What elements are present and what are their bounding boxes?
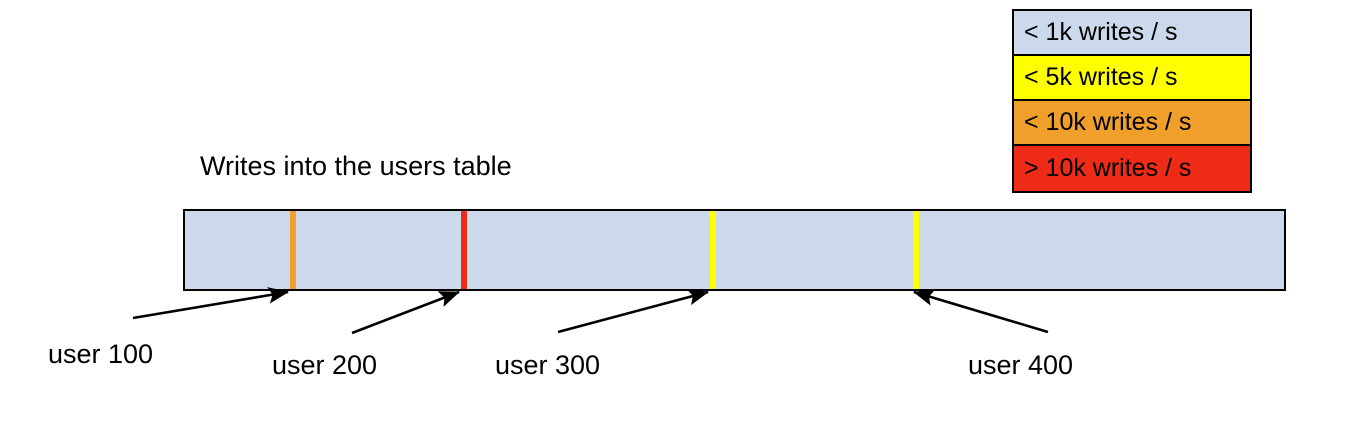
stripe-user-300: [710, 211, 716, 289]
stripe-user-100: [290, 211, 296, 289]
label-user-300: user 300: [495, 350, 601, 380]
legend-row-lt-5k: < 5k writes / s: [1014, 56, 1250, 101]
stripe-user-400: [913, 211, 919, 289]
arrow-user-200: [351, 290, 460, 335]
arrow-user-300: [557, 289, 710, 334]
label-user-400: user 400: [968, 350, 1074, 380]
legend-label-gt-10k: > 10k writes / s: [1024, 154, 1192, 182]
arrow-user-100: [132, 287, 290, 320]
legend-label-lt-5k: < 5k writes / s: [1024, 63, 1178, 91]
legend-row-gt-10k: > 10k writes / s: [1014, 146, 1250, 191]
legend-row-lt-1k: < 1k writes / s: [1014, 11, 1250, 56]
legend-label-lt-1k: < 1k writes / s: [1024, 18, 1178, 46]
arrow-user-400: [913, 289, 1049, 334]
label-user-100: user 100: [48, 339, 154, 369]
stripe-user-200: [461, 211, 467, 289]
users-table-bar: [183, 209, 1286, 291]
legend-row-lt-10k: < 10k writes / s: [1014, 101, 1250, 146]
label-user-200: user 200: [272, 350, 378, 380]
legend-label-lt-10k: < 10k writes / s: [1024, 108, 1192, 136]
write-rate-legend: < 1k writes / s < 5k writes / s < 10k wr…: [1012, 9, 1252, 193]
diagram-caption: Writes into the users table: [200, 151, 512, 181]
